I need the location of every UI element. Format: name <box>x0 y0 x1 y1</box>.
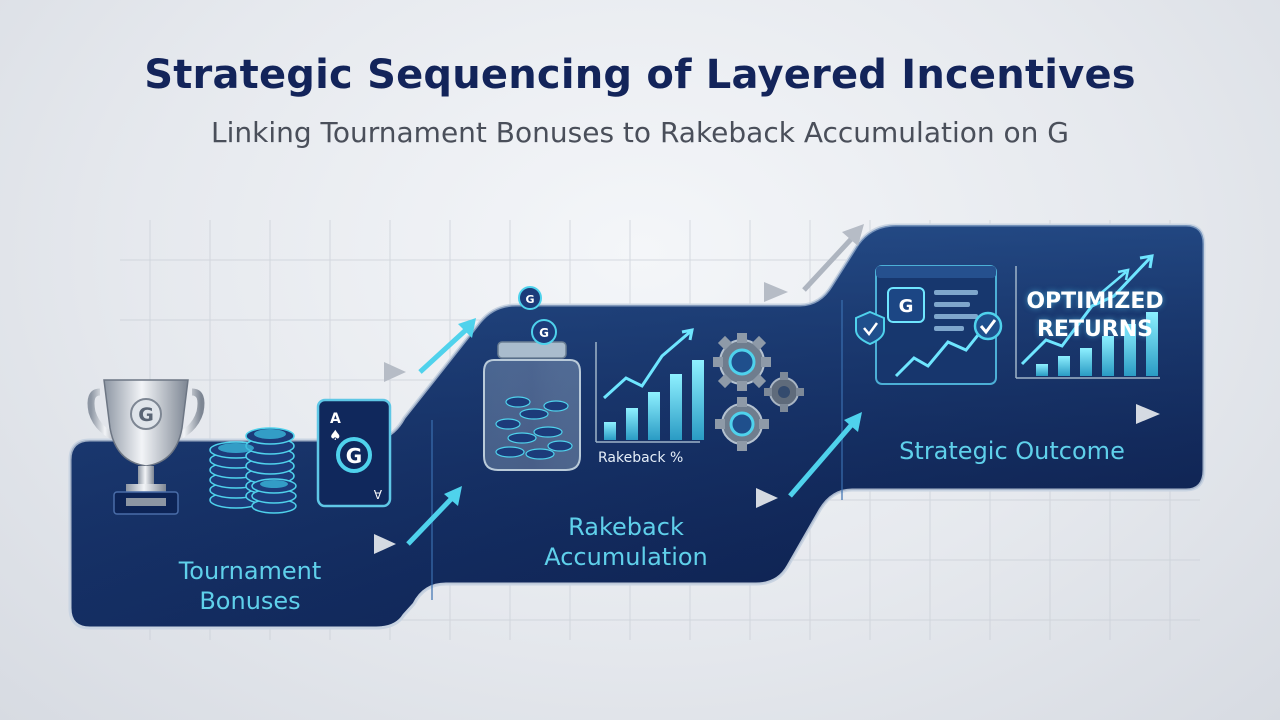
bar-chart-icon <box>595 328 704 443</box>
rakeback-icon-bar-4 <box>670 374 682 440</box>
chip-jar-icon: G G <box>483 286 581 471</box>
stage-label-outcome-line-1: Strategic Outcome <box>899 437 1125 465</box>
rakeback-chart-caption: Rakeback % <box>598 450 684 466</box>
stage-label-rakeback-line-1: Rakeback <box>568 513 684 541</box>
playing-card-icon: A ♠ G A <box>316 398 392 508</box>
rakeback-icon-bar-1 <box>604 422 616 440</box>
falling-chip-brand-letter: G <box>525 293 534 306</box>
optimized-returns-line-2: RETURNS <box>1036 317 1154 342</box>
card-brand-letter: G <box>346 444 362 468</box>
dashboard-icon: G <box>875 265 997 385</box>
trophy-icon: G <box>87 379 205 515</box>
stage-label-rakeback-line-2: Accumulation <box>544 543 708 571</box>
outcome-icon-bar-4 <box>1102 336 1114 376</box>
stage-label-tournament-line-1: Tournament <box>178 557 322 585</box>
page-subtitle: Linking Tournament Bonuses to Rakeback A… <box>210 116 1069 149</box>
check-icon <box>855 310 885 346</box>
trophy-brand-letter: G <box>138 404 154 426</box>
stage-label-outcome: Strategic Outcome <box>862 436 1162 466</box>
jar-chip-brand-letter: G <box>539 326 549 340</box>
stage-label-tournament: Tournament Bonuses <box>120 556 380 616</box>
chip-stack-icon <box>209 427 297 514</box>
rakeback-icon-bar-3 <box>648 392 660 440</box>
outcome-icon-bar-1 <box>1036 364 1048 376</box>
rakeback-icon-bar-5 <box>692 360 704 440</box>
svg-text:♠: ♠ <box>329 428 342 444</box>
outcome-icon-bar-5 <box>1124 324 1136 376</box>
page-title: Strategic Sequencing of Layered Incentiv… <box>144 52 1136 98</box>
optimized-returns-badge: OPTIMIZED RETURNS <box>1010 288 1180 344</box>
outcome-bars <box>1036 312 1158 376</box>
outcome-icon-bar-3 <box>1080 348 1092 376</box>
optimized-returns-line-1: OPTIMIZED <box>1026 289 1164 314</box>
trend-arrow-icon <box>1015 254 1160 379</box>
rakeback-icon-bar-2 <box>626 408 638 440</box>
svg-text:A: A <box>373 487 382 501</box>
dashboard-brand-letter: G <box>899 296 914 317</box>
svg-text:A: A <box>330 411 341 427</box>
check-icon-large <box>973 311 1003 341</box>
outcome-icon-bar-2 <box>1058 356 1070 376</box>
stage-label-rakeback: Rakeback Accumulation <box>496 512 756 572</box>
bar-chart-bars <box>604 360 704 440</box>
flow-arrows <box>106 224 1160 554</box>
gear-icon <box>713 333 804 451</box>
stage-label-tournament-line-2: Bonuses <box>199 587 301 615</box>
outcome-icon-bar-6 <box>1146 312 1158 376</box>
